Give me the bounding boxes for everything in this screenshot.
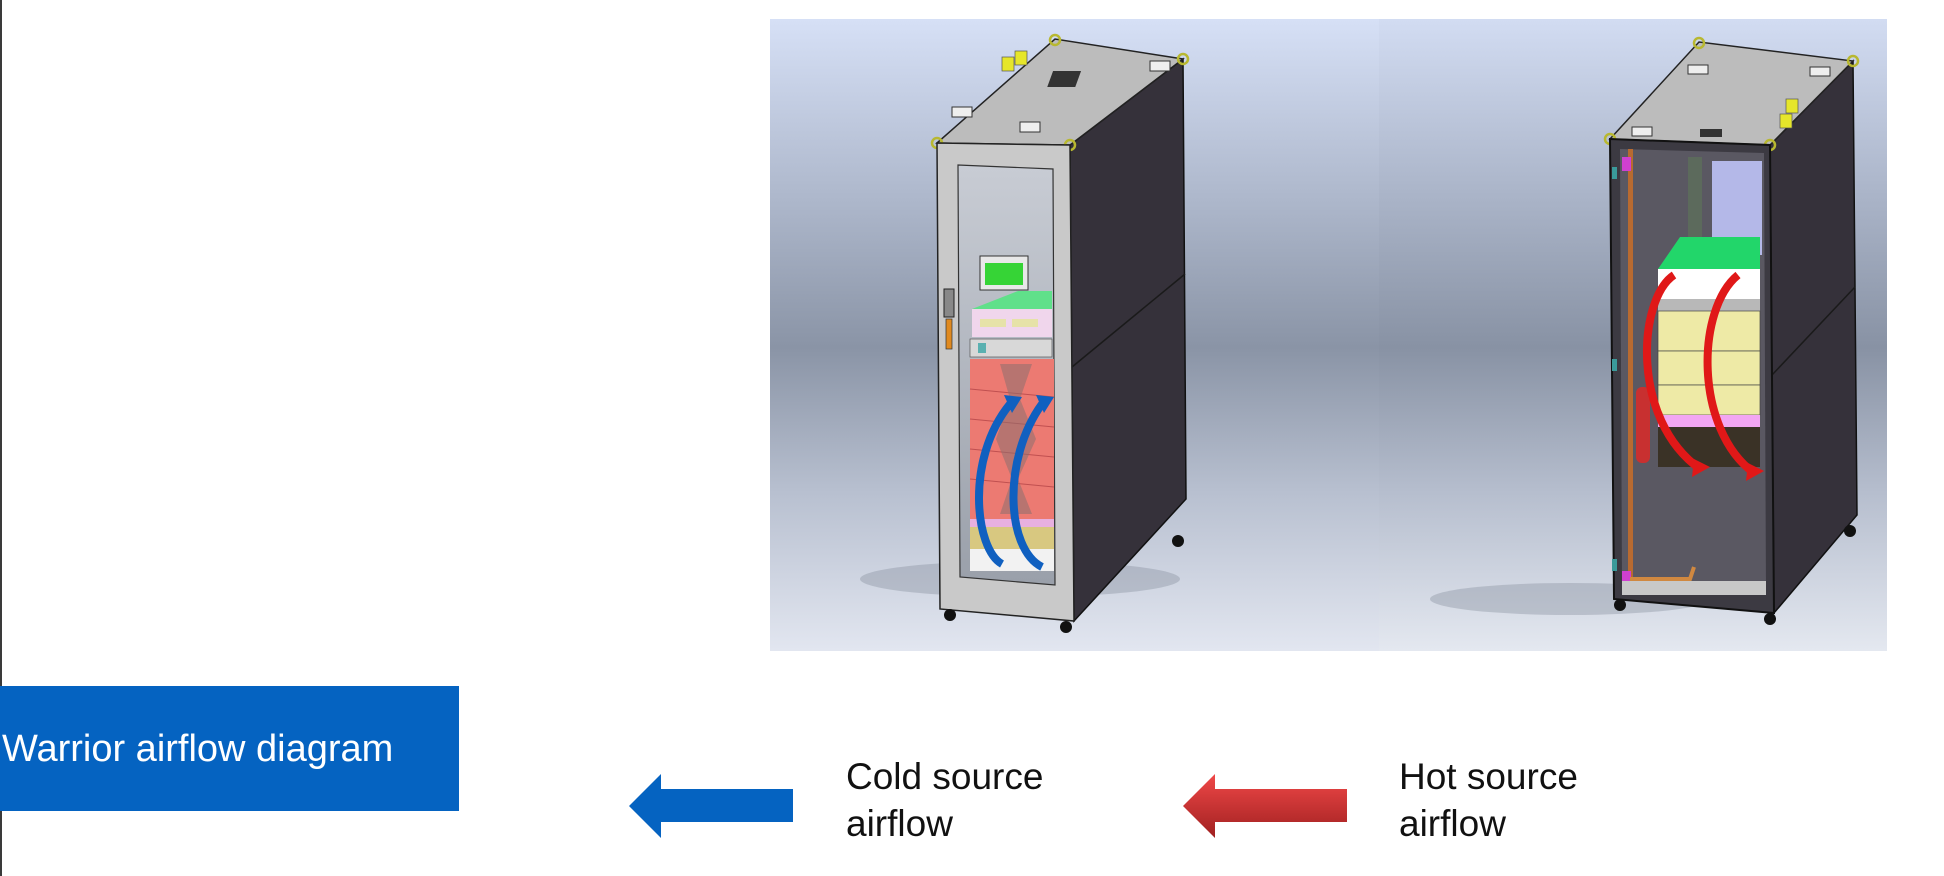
- legend-hot-line2: airflow: [1399, 803, 1506, 844]
- arrow-left-red-icon: [1183, 774, 1347, 838]
- title-banner: Warrior airflow diagram: [0, 686, 459, 811]
- cabinet-rear-view: [1430, 36, 1860, 625]
- cabinet-front-view: [860, 33, 1190, 633]
- rear-cabinet-side-panel: [1769, 59, 1858, 616]
- diagram-title: Warrior airflow diagram: [2, 727, 394, 770]
- legend-cold-line2: airflow: [846, 803, 953, 844]
- legend-cold-line1: Cold source: [846, 756, 1044, 797]
- legend-item-cold: Cold source airflow: [846, 753, 1043, 847]
- legend-hot-line1: Hot source: [1399, 756, 1578, 797]
- legend-item-hot: Hot source airflow: [1399, 753, 1578, 847]
- page-left-border: [0, 0, 2, 876]
- arrow-left-blue-icon: [629, 774, 793, 838]
- cabinet-render-panel: [770, 19, 1887, 651]
